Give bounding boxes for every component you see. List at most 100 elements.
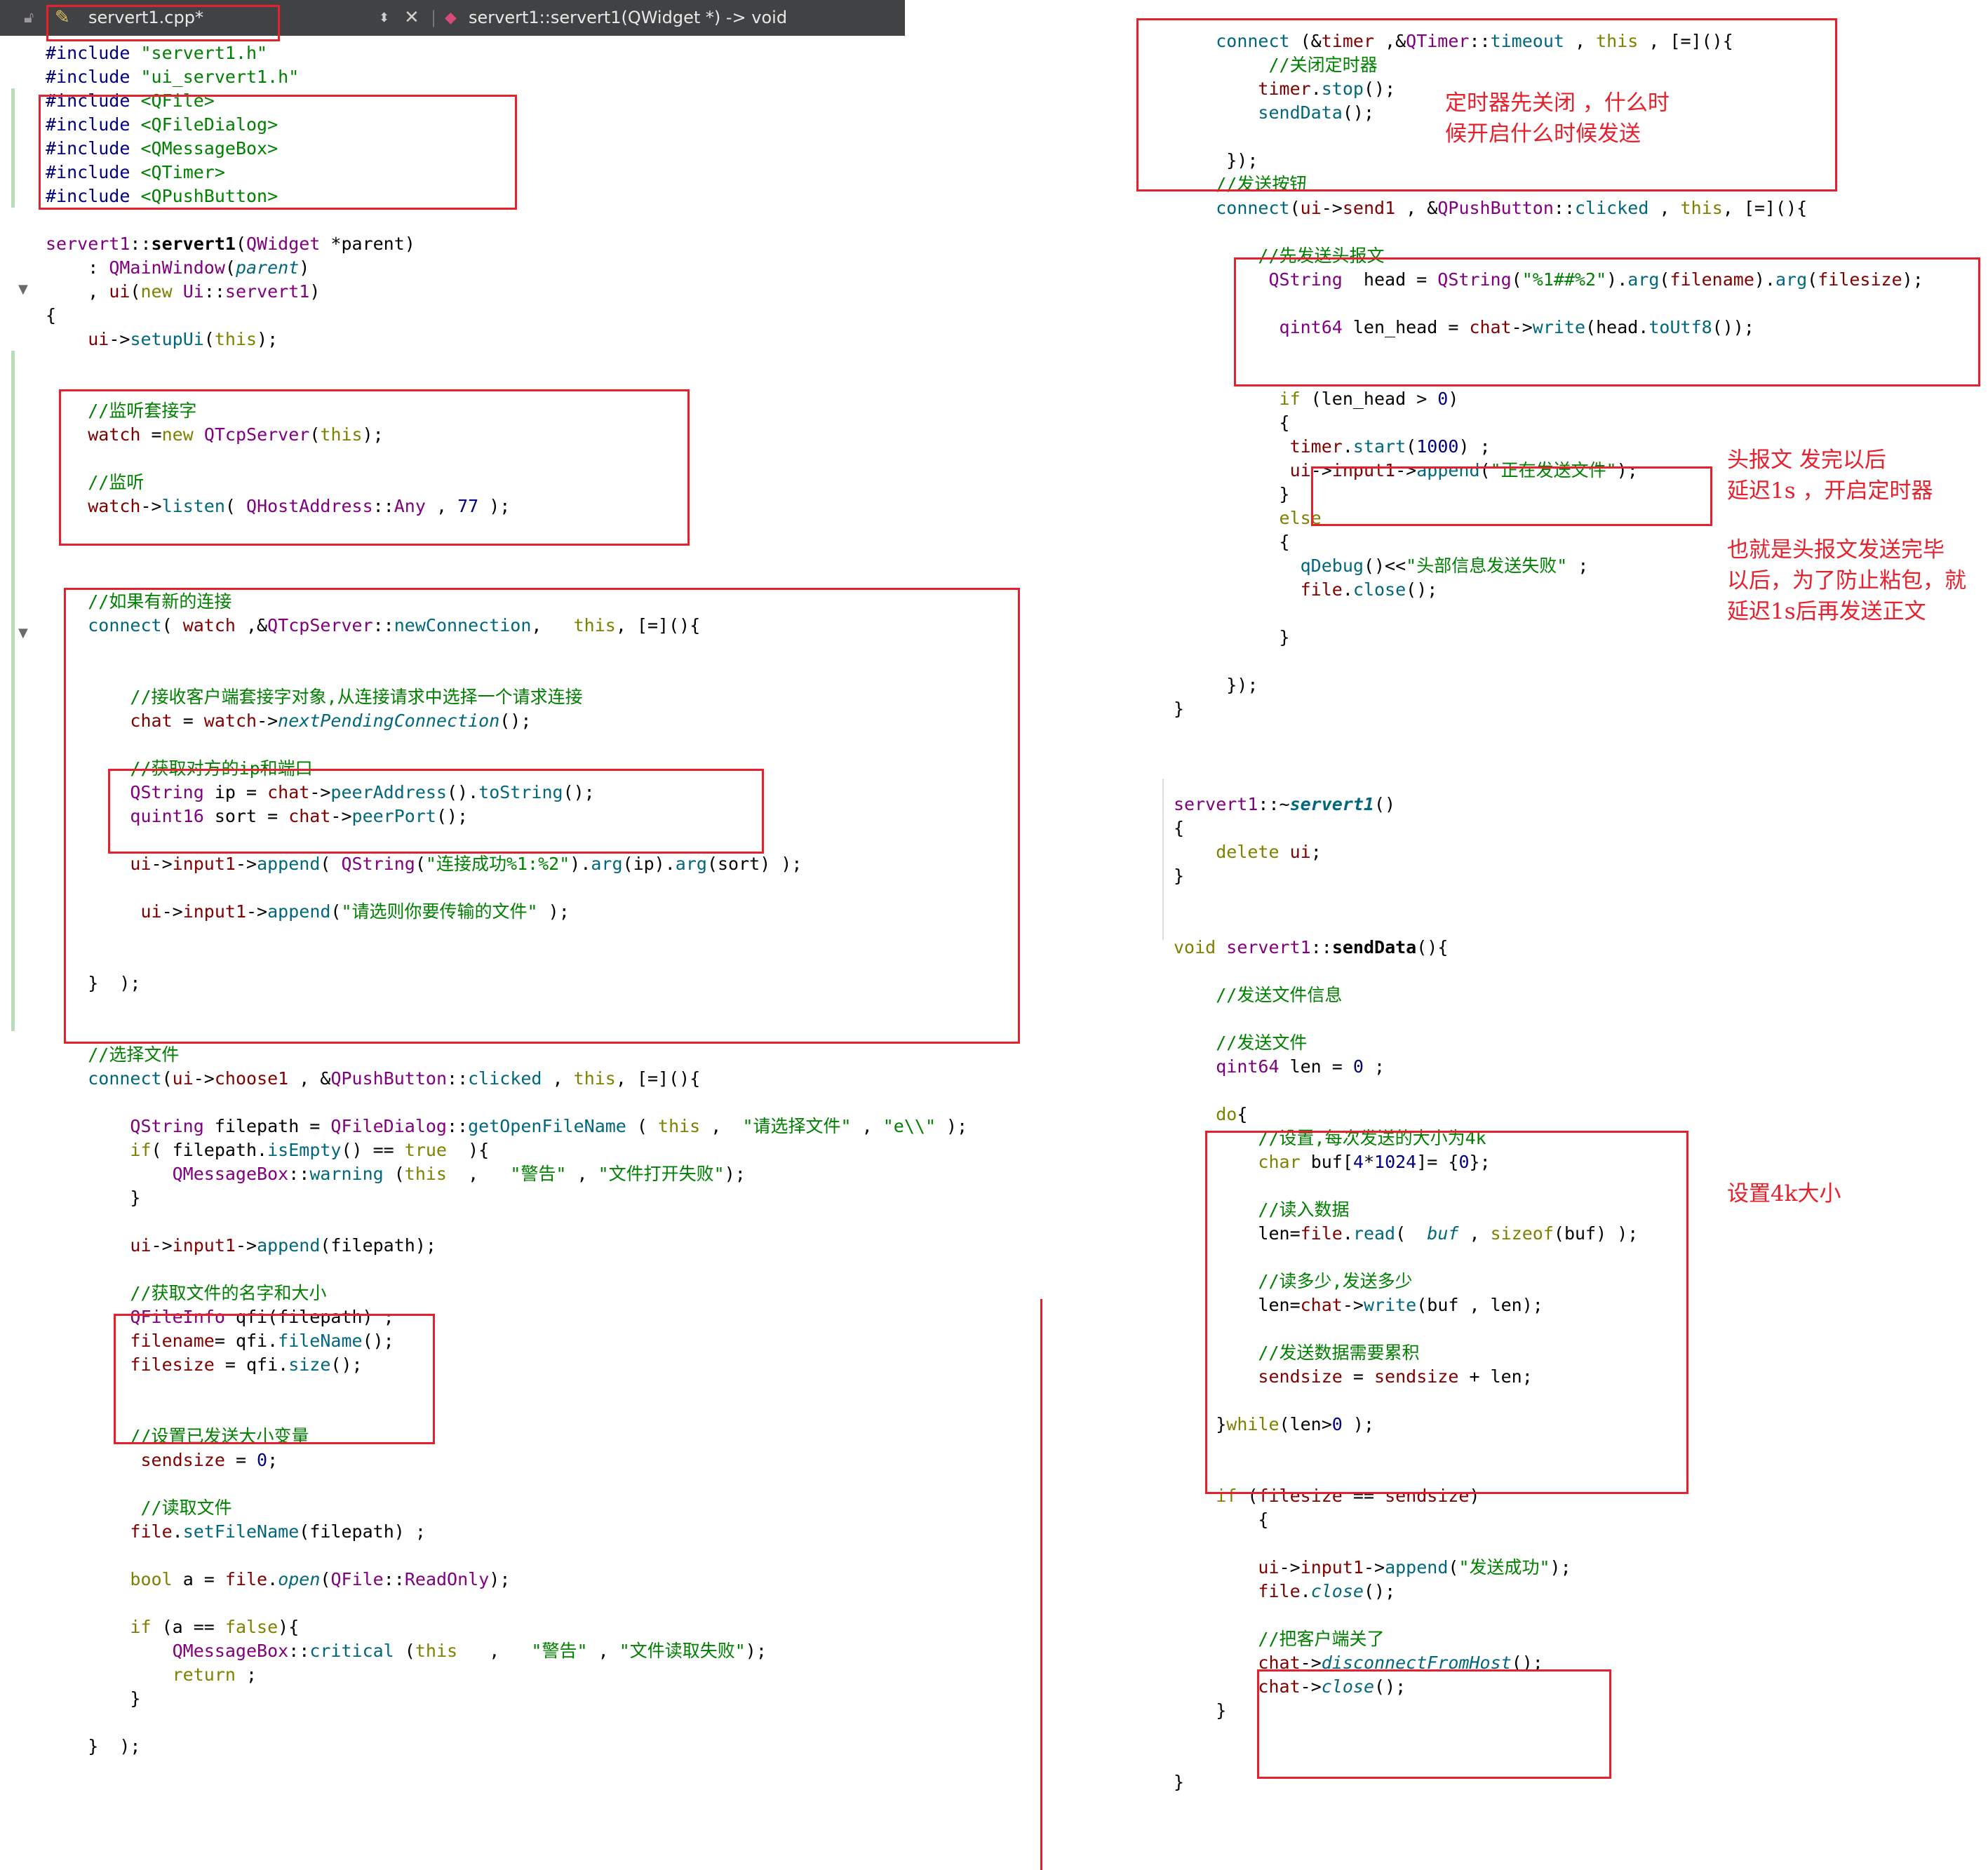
code-line: { — [1174, 532, 1290, 552]
file-tab[interactable]: servert1.cpp* — [88, 8, 203, 27]
annotation-timer-note: 定时器先关闭 ，什么时 候开启什么时候发送 — [1445, 88, 1670, 149]
close-icon[interactable]: ✕ — [404, 7, 419, 28]
code-line: delete ui; — [1216, 842, 1322, 862]
annotation-head-note: 头报文 发完以后 延迟1s ，开启定时器 也就是头报文发送完毕 以后，为了防止粘… — [1727, 445, 1966, 627]
code-line: { — [1174, 818, 1185, 838]
code-line: else — [1279, 508, 1322, 528]
code-line: sendData(); — [1258, 102, 1374, 123]
code-line: bool a = file.open(QFile::ReadOnly); — [130, 1569, 511, 1589]
code-line: qint64 len_head = chat->write(head.toUtf… — [1279, 317, 1754, 337]
code-line: if (len_head > 0) — [1279, 389, 1459, 409]
highlight-box-timer-start — [1311, 466, 1712, 526]
highlight-box-timer — [1136, 18, 1837, 191]
lock-icon[interactable]: 🔓︎ — [24, 9, 34, 27]
fold-arrow-icon[interactable]: ▼ — [18, 282, 28, 297]
code-line: } — [1174, 866, 1185, 886]
code-line: ui->input1->append(filepath); — [130, 1235, 436, 1256]
highlight-box-fileinfo — [114, 1314, 435, 1444]
note-line: 头报文 发完以后 — [1727, 448, 1886, 473]
function-diamond-icon: ◆ — [445, 9, 457, 27]
code-line: } — [46, 1688, 141, 1709]
note-line: 延迟1s ，开启定时器 — [1727, 478, 1933, 504]
code-line: watch->listen( QHostAddress::Any , 77 ); — [88, 496, 511, 516]
code-line: qDebug()<<"头部信息发送失败" ; — [1300, 556, 1589, 576]
highlight-box-disconnect — [1257, 1669, 1611, 1779]
code-block-right: connect (&timer ,&QTimer::timeout , this… — [1174, 29, 1923, 1794]
code-line: char buf[4*1024]= {0}; — [1258, 1152, 1491, 1172]
code-line: #include <QFileDialog> — [46, 114, 278, 135]
code-line: //读取文件 — [140, 1498, 232, 1518]
code-line: watch =new QTcpServer(this); — [88, 424, 384, 445]
code-line: do{ — [1216, 1104, 1248, 1124]
code-line: ui->input1->append("发送成功"); — [1258, 1557, 1571, 1578]
function-selector[interactable]: servert1::servert1(QWidget *) -> void — [469, 8, 788, 27]
code-line: chat = watch->nextPendingConnection(); — [130, 711, 532, 731]
code-line: if( filepath.isEmpty() == true ){ — [130, 1140, 490, 1160]
code-line: , ui(new Ui::servert1) — [46, 281, 321, 302]
code-line: len=file.read( buf , sizeof(buf) ); — [1174, 1223, 1639, 1244]
code-line: QMessageBox::warning (this , "警告" , "文件打… — [172, 1164, 746, 1184]
code-line: QString head = QString("%1##%2").arg(fil… — [1268, 269, 1923, 290]
code-line: }); — [1174, 675, 1258, 695]
code-line: sendsize = sendsize + len; — [1258, 1366, 1533, 1387]
highlight-box-listen — [59, 389, 690, 546]
divider-line — [1040, 1299, 1042, 1870]
code-line: //发送数据需要累积 — [1258, 1343, 1420, 1363]
code-line: quint16 sort = chat->peerPort(); — [130, 806, 469, 826]
code-line: #include <QMessageBox> — [46, 138, 278, 159]
code-line: len=chat->write(buf , len); — [1174, 1295, 1543, 1315]
code-line: } — [1174, 1772, 1185, 1792]
code-line: if (a == false){ — [130, 1617, 300, 1637]
code-line: //监听套接字 — [88, 401, 197, 421]
highlight-box-includes — [39, 95, 517, 210]
code-line: #include <QTimer> — [46, 162, 225, 182]
divider-line — [1162, 779, 1164, 940]
code-line: filesize = qfi.size(); — [130, 1354, 363, 1375]
code-line: //监听 — [88, 472, 145, 492]
code-line: //如果有新的连接 — [88, 591, 232, 612]
note-line: 候开启什么时候发送 — [1445, 121, 1641, 147]
note-line: 定时器先关闭 ，什么时 — [1445, 90, 1670, 116]
code-line: ui->input1->append( QString("连接成功%1:%2")… — [130, 854, 802, 874]
chevron-updown-icon[interactable]: ⬍ — [379, 11, 390, 25]
code-line: }while(len>0 ); — [1174, 1414, 1375, 1434]
code-line: //选择文件 — [88, 1044, 180, 1065]
code-line: filename= qfi.fileName(); — [130, 1331, 394, 1351]
changed-lines-marker — [11, 88, 15, 208]
code-line: //获取对方的ip和端口 — [130, 758, 313, 779]
code-line: //接收客户端套接字对象,从连接请求中选择一个请求连接 — [130, 687, 583, 707]
code-line: file.close(); — [1300, 579, 1438, 600]
code-line: void servert1::sendData(){ — [1174, 937, 1449, 957]
note-line: 也就是头报文发送完毕 — [1727, 537, 1945, 563]
code-line: return ; — [172, 1664, 257, 1685]
fold-arrow-icon[interactable]: ▼ — [18, 626, 28, 640]
code-line: sendsize = 0; — [140, 1450, 278, 1470]
code-line: QString filepath = QFileDialog::getOpenF… — [130, 1116, 968, 1136]
highlight-box-peer — [108, 769, 764, 854]
code-line: //获取文件的名字和大小 — [130, 1283, 327, 1303]
code-line: }); — [1174, 150, 1258, 170]
note-line: 以后，为了防止粘包，就 — [1727, 568, 1966, 593]
code-line: connect( watch ,&QTcpServer::newConnecti… — [88, 615, 701, 635]
code-line: #include "servert1.h" — [46, 43, 268, 63]
separator: | — [431, 8, 437, 27]
code-line: //关闭定时器 — [1268, 55, 1378, 75]
code-line: } — [1174, 484, 1290, 504]
code-line: } — [1174, 699, 1185, 719]
code-line: ui->setupUi(this); — [88, 329, 278, 349]
code-line: connect(ui->send1 , &QPushButton::clicke… — [1216, 198, 1808, 218]
annotation-buf-note: 设置4k大小 — [1727, 1181, 1841, 1206]
code-line: //发送文件信息 — [1216, 985, 1343, 1005]
code-line: timer.stop(); — [1258, 79, 1396, 99]
code-line: connect(ui->choose1 , &QPushButton::clic… — [88, 1068, 701, 1089]
code-line: { — [1174, 412, 1290, 433]
code-line: { — [1174, 1509, 1269, 1530]
code-line: : QMainWindow(parent) — [46, 257, 310, 278]
code-line: } — [1174, 627, 1290, 647]
note-line: 延迟1s后再发送正文 — [1727, 599, 1926, 624]
cpp-file-icon: ✎ — [55, 7, 70, 28]
code-line: if (filesize == sendsize) — [1216, 1486, 1480, 1506]
code-line: connect (&timer ,&QTimer::timeout , this… — [1216, 31, 1733, 51]
code-line: chat->close(); — [1258, 1676, 1406, 1697]
code-line: timer.start(1000) ; — [1289, 436, 1491, 457]
